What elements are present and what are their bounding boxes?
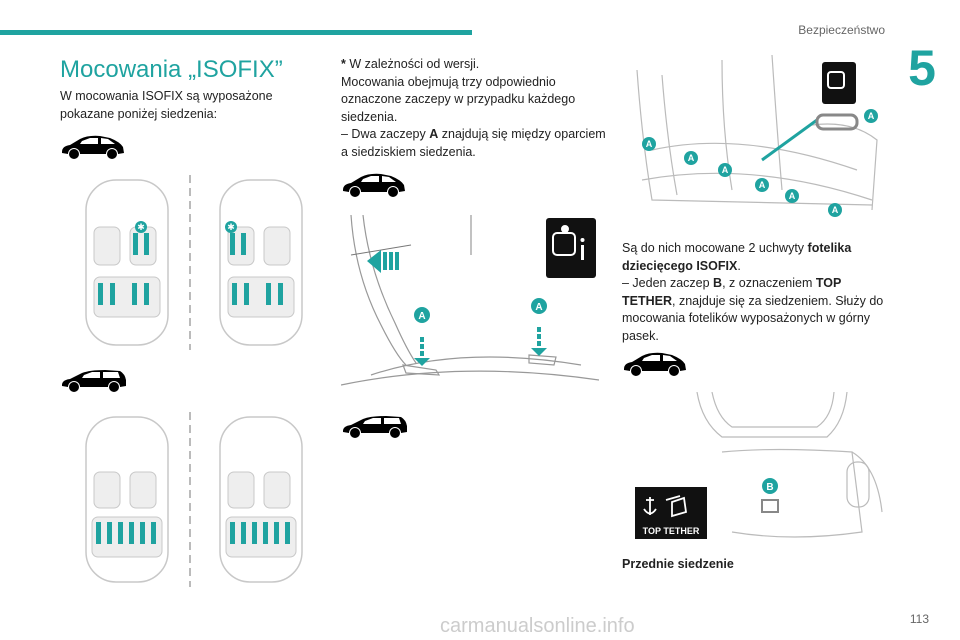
intro-paragraph: W mocowania ISOFIX są wyposażone pokazan…: [60, 89, 273, 121]
handles-post: .: [737, 258, 741, 273]
label-b: B: [766, 482, 773, 493]
label-a-4: A: [688, 153, 695, 163]
star-icon: ✱: [137, 223, 145, 233]
label-a-2: A: [535, 302, 542, 313]
footnote-star: *: [341, 57, 346, 71]
suv-car-icon-2: [343, 173, 405, 197]
label-a-3: A: [646, 139, 653, 149]
header-accent-bar: [0, 30, 472, 35]
label-a-7: A: [789, 191, 796, 201]
section-name: Bezpieczeństwo: [798, 23, 885, 37]
anchorage-a-paragraph: – Dwa zaczepy A znajdują się między opar…: [341, 126, 606, 161]
estate-car-icon: [62, 370, 126, 392]
label-a-9: A: [868, 111, 875, 121]
tether-b: B: [713, 276, 723, 290]
seat-layout-diagram-suv: ✱ ✱: [85, 175, 303, 350]
a-pre: – Dwa zaczepy: [341, 127, 430, 141]
version-note-text: W zależności od wersji.: [345, 57, 480, 71]
top-tether-paragraph: – Jeden zaczep B, z oznaczeniem TOP TETH…: [622, 275, 890, 345]
top-tether-illustration: B TOP TETHER: [635, 392, 883, 539]
handles-bold: fotelika dziecięcego ISOFIX: [622, 241, 852, 273]
star-icon-2: ✱: [227, 223, 235, 233]
label-a-1: A: [418, 311, 425, 322]
seat-layout-diagram-estate: [85, 412, 303, 587]
isofix-handles-paragraph: Są do nich mocowane 2 uchwyty fotelika d…: [622, 240, 890, 275]
label-a-6: A: [759, 180, 766, 190]
anchorage-paragraph: Mocowania obejmują trzy odpowiednio ozna…: [341, 74, 576, 124]
front-seat-caption: Przednie siedzenie: [622, 557, 734, 571]
watermark: carmanualsonline.info: [440, 615, 635, 637]
page-number: 113: [909, 612, 929, 626]
a-post: znajdują się między oparciem a siedziski…: [341, 127, 606, 159]
intro-text: W mocowania ISOFIX są wyposażone pokazan…: [60, 88, 325, 123]
label-a-5: A: [722, 165, 729, 175]
a-bold: A: [429, 127, 439, 141]
suv-car-icon: [62, 135, 124, 159]
tether-name: TOP TETHER: [622, 276, 842, 308]
tether-post: , znajduje się za siedzeniem. Służy do m…: [622, 293, 884, 343]
rear-seats-anchorage-illustration: A A A A A A A: [636, 54, 878, 217]
anchorage-description: * W zależności od wersji. Mocowania obej…: [341, 56, 606, 161]
isofix-anchorage-illustration: A A: [341, 215, 599, 386]
estate-car-icon-2: [343, 416, 407, 438]
top-tether-label: TOP TETHER: [643, 526, 700, 536]
tether-mid: , z oznaczeniem: [722, 276, 816, 290]
handles-pre: Są do nich mocowane 2 uchwyty: [622, 241, 808, 255]
tether-pre: – Jeden zaczep: [622, 276, 714, 290]
label-a-8: A: [832, 205, 839, 215]
tether-description: Są do nich mocowane 2 uchwyty fotelika d…: [622, 240, 890, 345]
tether-handle: [815, 113, 859, 131]
version-note: * W zależności od wersji.: [341, 56, 606, 74]
page-title: Mocowania „ISOFIX”: [60, 56, 283, 83]
suv-car-icon-3: [624, 352, 686, 376]
chapter-number: 5: [908, 40, 936, 96]
tether-anchor-point: [761, 499, 779, 513]
